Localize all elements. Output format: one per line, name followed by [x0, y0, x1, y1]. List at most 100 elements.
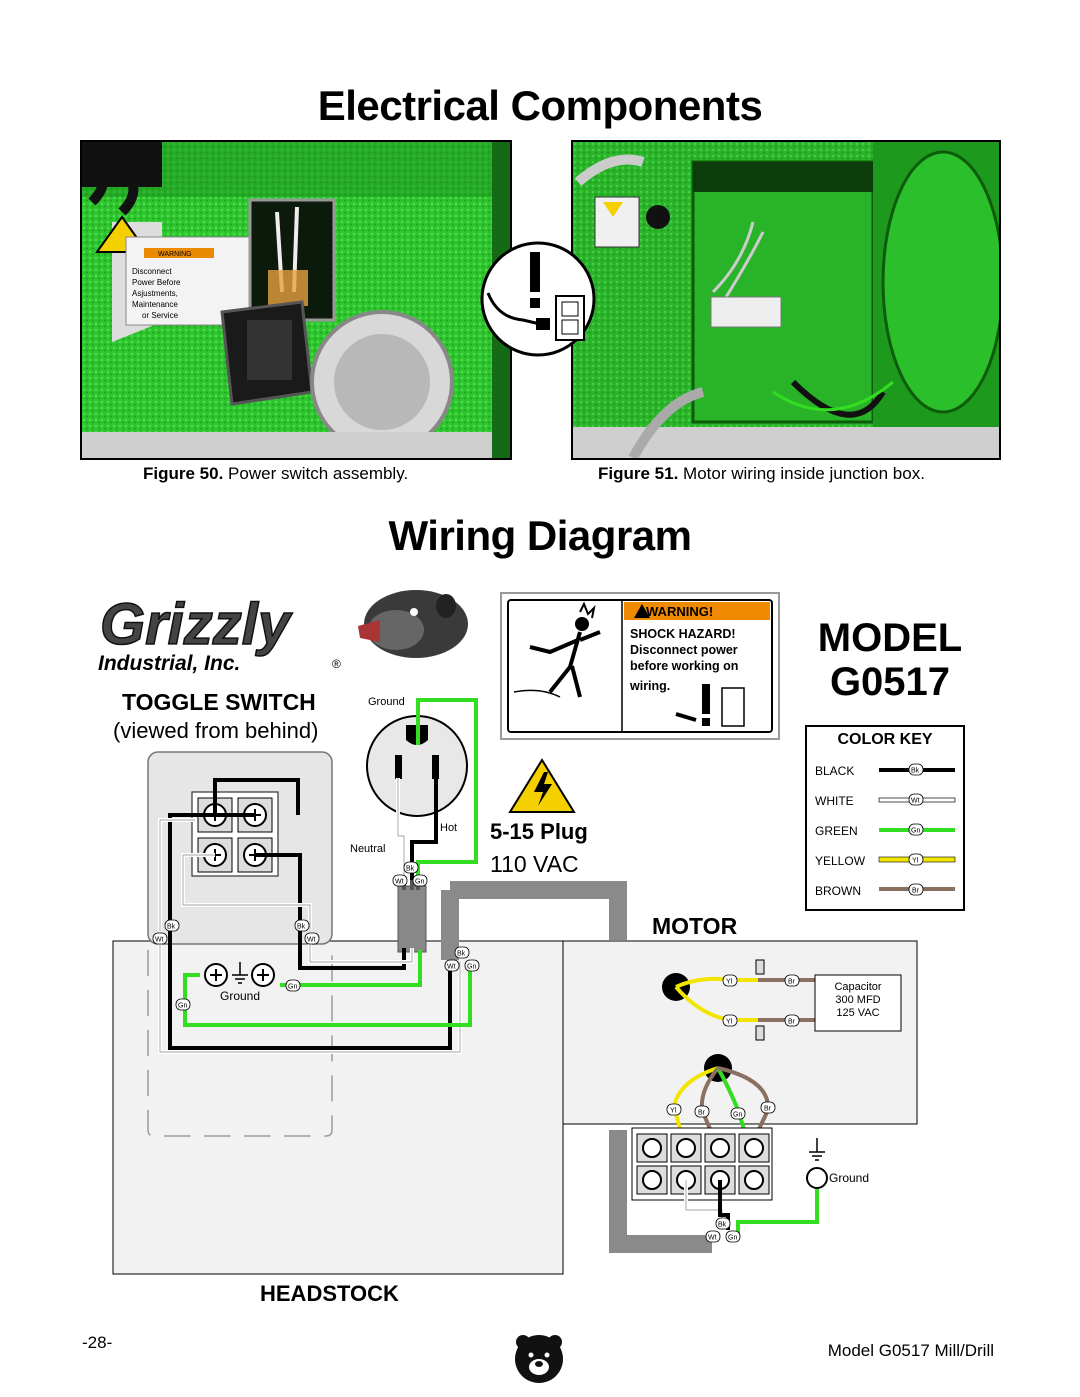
headstock-title: HEADSTOCK: [260, 1281, 399, 1306]
warning-line-2: Disconnect power: [630, 643, 738, 657]
capacitor-line-2: 300 MFD: [835, 994, 881, 1006]
brand-name: Grizzly: [100, 592, 293, 657]
motor-terminal-icon: [636, 1133, 770, 1195]
wire-tag: Bk: [715, 1217, 731, 1230]
plug-name: 5-15 Plug: [490, 819, 588, 844]
shocked-person-icon: [513, 601, 601, 698]
color-key-brown: BROWN Br: [815, 883, 955, 898]
capacitor-box: [814, 974, 902, 1032]
svg-text:Wt: Wt: [155, 937, 164, 944]
decal-line-2: Power Before: [132, 278, 181, 287]
wire-tag: Wt: [304, 932, 320, 945]
toggle-switch-subtitle: (viewed from behind): [113, 718, 319, 743]
decal-line-5: or Service: [142, 311, 179, 320]
svg-text:Wt: Wt: [708, 1235, 717, 1242]
toggle-switch-title: TOGGLE SWITCH: [122, 689, 316, 715]
color-key-yellow-abbr: Yl: [912, 858, 919, 865]
figure-51-caption: Figure 51. Motor wiring inside junction …: [598, 464, 925, 484]
svg-text:Yl: Yl: [670, 1108, 677, 1115]
disconnect-warning-icon: [478, 238, 598, 360]
warning-line-4: wiring.: [629, 679, 670, 693]
wire-tag: Yl: [666, 1103, 682, 1116]
decal-line-3: Asjustments,: [132, 289, 178, 298]
headstock-ground-terminals: [204, 962, 275, 987]
plug-neutral-label: Neutral: [350, 843, 386, 855]
svg-text:Wt: Wt: [447, 964, 456, 971]
color-key: COLOR KEY BLACK Bk WHITE Wt GREEN Gn YEL…: [805, 725, 965, 911]
bear-logo-icon: [513, 1333, 565, 1385]
footer-model: Model G0517 Mill/Drill: [827, 1341, 994, 1360]
warning-line-3: before working on: [630, 659, 738, 673]
wire-tag: Bk: [294, 919, 310, 932]
bear-head-icon: [358, 590, 468, 658]
color-key-green-abbr: Gn: [911, 828, 920, 835]
warning-header: WARNING!: [646, 604, 713, 619]
decal-line-1: Disconnect: [132, 267, 172, 276]
plug-hot-label: Hot: [440, 822, 458, 834]
svg-text:Yl: Yl: [726, 1019, 733, 1026]
color-key-white-name: WHITE: [815, 794, 854, 808]
capacitor-label: Capacitor 300 MFD 125 VAC: [815, 981, 901, 1020]
wire-tag: Yl: [722, 974, 738, 987]
wire-tag: Br: [784, 974, 800, 987]
color-key-black-name: BLACK: [815, 764, 854, 778]
wire-tag: Gn: [285, 979, 301, 992]
figure-51-label: Figure 51.: [598, 464, 679, 483]
color-key-brown-name: BROWN: [815, 884, 861, 898]
svg-text:Gn: Gn: [728, 1235, 737, 1242]
headstock-box: [112, 940, 564, 1275]
figure-51-photo: [571, 140, 1001, 460]
svg-text:Gn: Gn: [288, 984, 297, 991]
electrical-hazard-icon: [508, 758, 576, 813]
svg-text:Br: Br: [788, 979, 796, 986]
wire-tag: Gn: [464, 959, 480, 972]
svg-text:Bk: Bk: [167, 924, 176, 931]
grizzly-logo: Grizzly Industrial, Inc. ®: [96, 586, 476, 676]
motor-title: MOTOR: [652, 913, 738, 939]
color-key-white-abbr: Wt: [911, 798, 920, 805]
figure-50-photo: WARNING Disconnect Power Before Asjustme…: [80, 140, 512, 460]
model-label: MODEL: [817, 616, 963, 660]
page-title: Electrical Components: [317, 82, 763, 129]
wire-tag: Gn: [175, 998, 191, 1011]
decal-warning-text: WARNING: [158, 251, 192, 258]
figure-50-label: Figure 50.: [143, 464, 224, 483]
color-key-title: COLOR KEY: [837, 731, 933, 748]
svg-text:Bk: Bk: [406, 866, 415, 873]
color-key-green: GREEN Gn: [815, 823, 955, 838]
model-number: G0517: [829, 660, 951, 704]
svg-text:Bk: Bk: [457, 951, 466, 958]
svg-text:Wt: Wt: [307, 937, 316, 944]
svg-text:Gn: Gn: [415, 879, 424, 886]
wire-tag: Br: [760, 1101, 776, 1114]
svg-text:Br: Br: [698, 1110, 706, 1117]
svg-text:Wt: Wt: [395, 879, 404, 886]
brand-sub: Industrial, Inc.: [98, 652, 240, 675]
color-key-yellow: YELLOW Yl: [815, 853, 956, 868]
figure-50-caption: Figure 50. Power switch assembly.: [143, 464, 408, 484]
wire-tag: Gn: [412, 874, 428, 887]
svg-text:Bk: Bk: [718, 1222, 727, 1229]
motor-box: [562, 940, 918, 1125]
wire-tag: Br: [694, 1105, 710, 1118]
wire-tag: Bk: [164, 919, 180, 932]
color-key-black-abbr: Bk: [911, 768, 920, 775]
wire-tag: Bk: [454, 946, 470, 959]
color-key-yellow-name: YELLOW: [815, 854, 866, 868]
figure-50-text: Power switch assembly.: [228, 464, 409, 483]
wire-tag: Bk: [403, 861, 419, 874]
wire-tag: Wt: [444, 959, 460, 972]
color-key-black: BLACK Bk: [815, 763, 955, 778]
svg-text:Br: Br: [788, 1019, 796, 1026]
wire-tag: Br: [784, 1014, 800, 1027]
svg-text:Gn: Gn: [733, 1112, 742, 1119]
wire-tag: Wt: [392, 874, 408, 887]
page-number: -28-: [82, 1333, 113, 1352]
shock-hazard-warning: WARNING! SHOCK HAZARD! Disconnect power …: [500, 592, 780, 740]
capacitor-line-3: 125 VAC: [836, 1007, 880, 1019]
plug-voltage: 110 VAC: [490, 851, 579, 877]
svg-text:Gn: Gn: [467, 964, 476, 971]
warning-line-1: SHOCK HAZARD!: [630, 627, 736, 641]
motor-ground-label: Ground: [829, 1171, 870, 1185]
capacitor-line-1: Capacitor: [834, 981, 882, 993]
